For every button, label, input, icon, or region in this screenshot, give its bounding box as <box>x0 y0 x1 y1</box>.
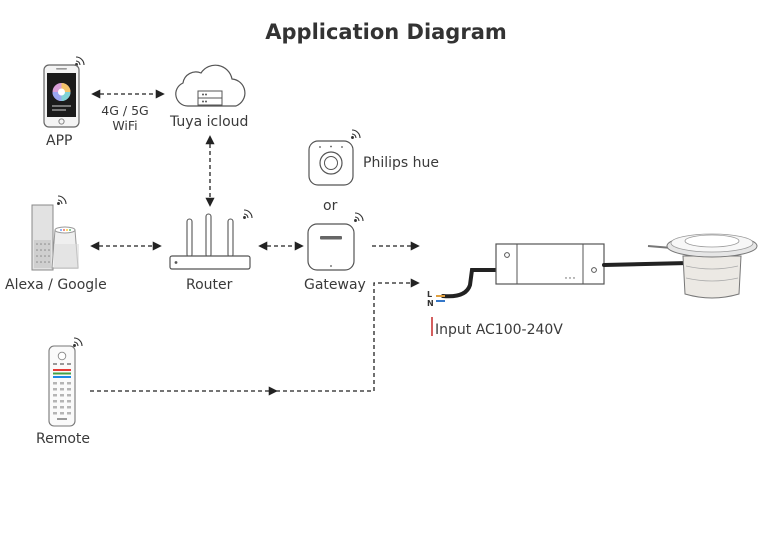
remote-label: Remote <box>36 431 91 447</box>
remote-icon <box>48 345 76 427</box>
or-label: or <box>323 198 338 214</box>
link-label-line1: 4G / 5G <box>101 103 149 118</box>
output-cable <box>602 261 690 267</box>
cloud-icon <box>175 64 246 107</box>
hue-bridge-icon <box>308 140 354 186</box>
wifi-signal-icons <box>57 56 364 347</box>
smart-speaker-icon <box>31 204 79 271</box>
wire-label-neutral: N <box>427 299 434 308</box>
signal-icon <box>243 209 253 219</box>
diagram-title: Application Diagram <box>265 20 507 44</box>
link-label-line2: WiFi <box>112 118 138 133</box>
router-label: Router <box>186 277 233 293</box>
signal-icon <box>75 56 85 66</box>
wire-label-live: L <box>427 290 433 299</box>
connectors <box>90 89 420 396</box>
router-icon <box>169 213 251 270</box>
smartphone-icon <box>43 64 80 128</box>
signal-icon <box>351 129 361 139</box>
link-app-cloud-label: 4G / 5G WiFi <box>96 103 154 133</box>
voice-assistant-label: Alexa / Google <box>5 277 107 293</box>
signal-icon <box>57 195 67 205</box>
app-label: APP <box>46 133 73 149</box>
signal-icon <box>354 212 364 222</box>
downlight-icon <box>647 233 758 299</box>
hue-label: Philips hue <box>363 155 439 171</box>
gateway-icon <box>307 223 355 271</box>
gateway-label: Gateway <box>304 277 366 293</box>
signal-icon <box>73 337 83 347</box>
link-remote-to-controller <box>276 278 420 392</box>
cloud-label: Tuya icloud <box>170 114 249 130</box>
controller-box-icon <box>495 243 605 285</box>
input-wiring <box>431 268 500 336</box>
input-voltage-label: Input AC100-240V <box>435 322 563 338</box>
